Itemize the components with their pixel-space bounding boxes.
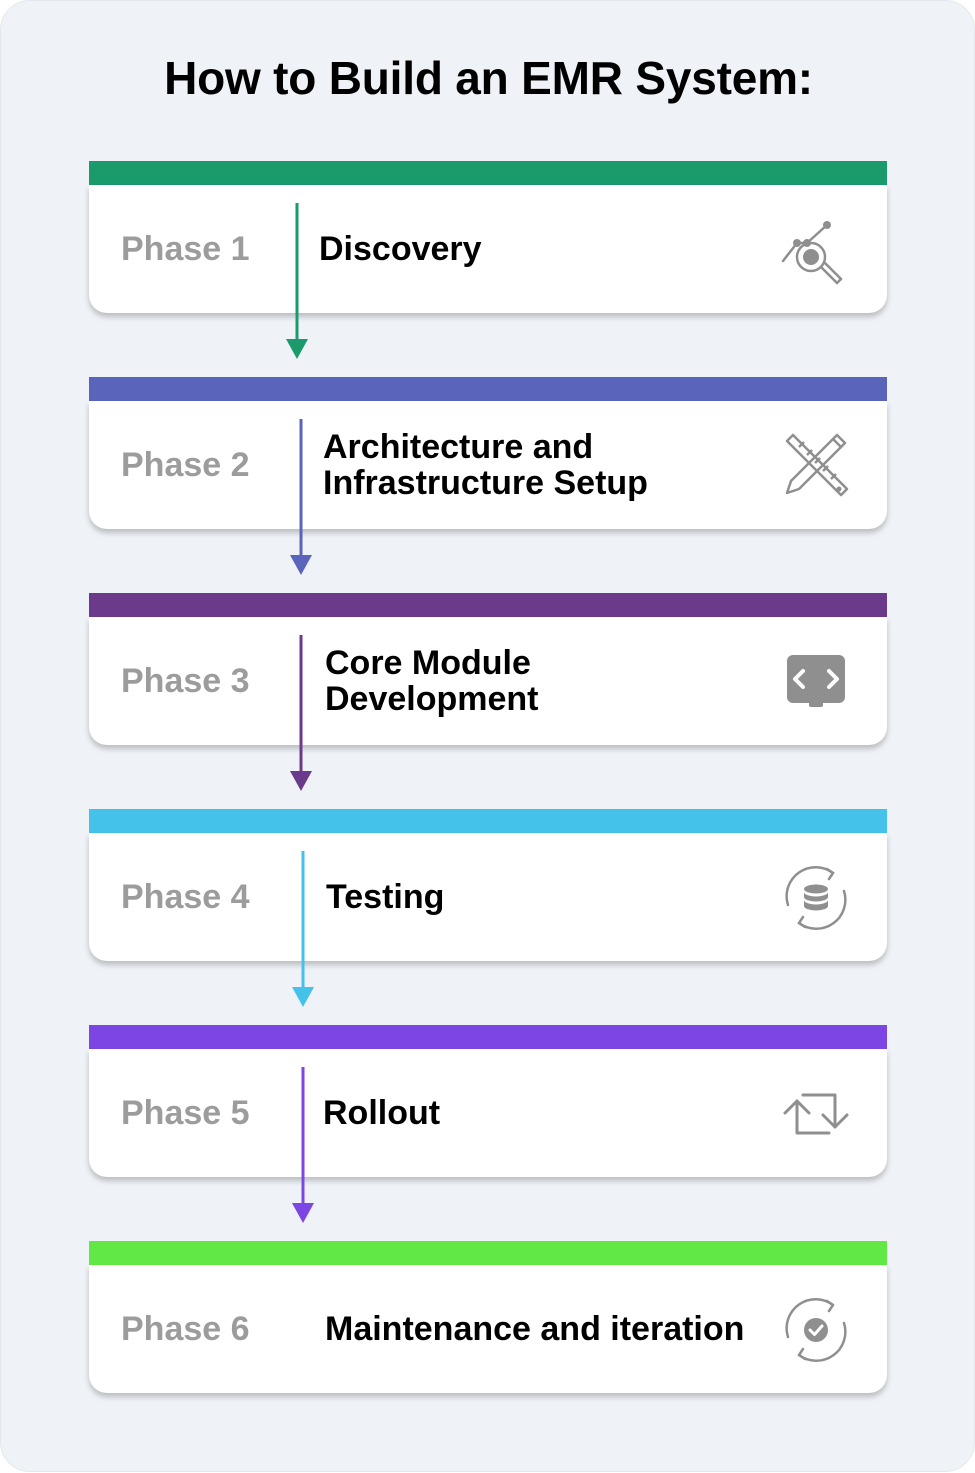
phase-label: Phase 2 — [121, 445, 250, 484]
code-window-icon — [771, 637, 861, 727]
phase-color-bar — [89, 161, 887, 185]
arrow-4-to-5 — [292, 851, 314, 1007]
phase-label: Phase 3 — [121, 661, 250, 700]
database-sync-icon — [771, 853, 861, 943]
data-search-icon — [771, 205, 861, 295]
phase-label: Phase 5 — [121, 1093, 250, 1132]
phase-name: Testing — [326, 878, 445, 916]
phase-name: Discovery — [319, 230, 482, 268]
phase-card-body: Phase 4 Testing — [89, 833, 887, 961]
phase-2-card: Phase 2 Architecture and Infrastructure … — [89, 377, 887, 529]
phase-card-body: Phase 5 Rollout — [89, 1049, 887, 1177]
phase-card-body: Phase 1 Discovery — [89, 185, 887, 313]
arrow-3-to-4 — [290, 635, 312, 791]
phase-color-bar — [89, 1241, 887, 1265]
phase-color-bar — [89, 593, 887, 617]
arrow-1-to-2 — [286, 203, 308, 359]
phase-5-card: Phase 5 Rollout — [89, 1025, 887, 1177]
phase-6-card: Phase 6 Maintenance and iteration — [89, 1241, 887, 1393]
phase-color-bar — [89, 1025, 887, 1049]
arrow-5-to-6 — [292, 1067, 314, 1223]
phase-name: Architecture and Infrastructure Setup — [323, 428, 648, 502]
phase-color-bar — [89, 377, 887, 401]
arrows-transfer-icon — [771, 1069, 861, 1159]
arrow-2-to-3 — [290, 419, 312, 575]
phase-card-body: Phase 3 Core Module Development — [89, 617, 887, 745]
phase-3-card: Phase 3 Core Module Development — [89, 593, 887, 745]
phase-label: Phase 6 — [121, 1309, 250, 1348]
phase-label: Phase 1 — [121, 229, 250, 268]
page-title: How to Build an EMR System: — [164, 52, 813, 104]
ruler-pencil-icon — [771, 421, 861, 511]
phase-1-card: Phase 1 Discovery — [89, 161, 887, 313]
phase-card-body: Phase 2 Architecture and Infrastructure … — [89, 401, 887, 529]
phase-name: Core Module Development — [325, 644, 539, 718]
phase-name: Maintenance and iteration — [325, 1310, 745, 1348]
refresh-check-icon — [771, 1285, 861, 1375]
phase-name: Rollout — [323, 1094, 441, 1132]
phase-color-bar — [89, 809, 887, 833]
phase-4-card: Phase 4 Testing — [89, 809, 887, 961]
phase-label: Phase 4 — [121, 877, 250, 916]
phase-card-body: Phase 6 Maintenance and iteration — [89, 1265, 887, 1393]
